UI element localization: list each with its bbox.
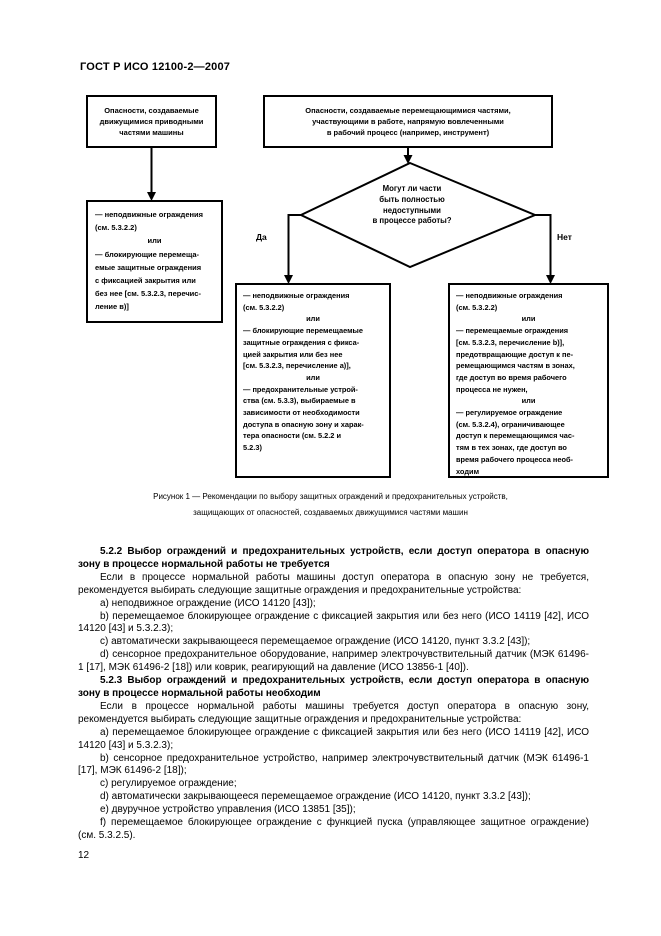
text-line: где доступ во время рабочего: [456, 372, 567, 382]
text-line: с фиксацией закрытия или: [95, 276, 196, 286]
list-item: f) перемещаемое блокирующее ограждение с…: [78, 817, 589, 841]
text-line: [см. 5.3.2.3, перечисление b)],: [456, 337, 565, 347]
section-5-2-3-heading: 5.2.3 Выбор ограждений и предохранительн…: [78, 675, 589, 699]
text-line: [см. 5.3.2.3, перечисление а)],: [243, 361, 351, 371]
text-line: — регулируемое ограждение: [456, 408, 563, 418]
text-line: или: [306, 372, 320, 382]
text-line: — блокирующие перемеща-: [95, 249, 200, 259]
section-5-2-2-intro: Если в процессе нормальной работы машины…: [78, 571, 589, 596]
decision-diamond: [298, 161, 538, 269]
text-line: или: [521, 314, 536, 324]
figure-caption-line2: защищающих от опасностей, создаваемых дв…: [193, 508, 468, 517]
arrowhead-icon: [546, 275, 555, 284]
section-5-2-3-intro: Если в процессе нормальной работы машины…: [78, 700, 589, 725]
arrowhead-icon: [403, 155, 413, 164]
text-line: — предохранительные устрой-: [243, 384, 358, 394]
text-line: 5.2.3): [243, 443, 262, 453]
figure-caption-line1: Рисунок 1 — Рекомендации по выбору защит…: [153, 492, 508, 501]
text-line: тера опасности (см. 5.2.2 и: [243, 431, 341, 441]
text-line: ремещающимся частям в зонах,: [456, 361, 575, 371]
text-line: цией закрытия или без нее: [243, 349, 343, 359]
text-line: защитные ограждения с фикса-: [243, 337, 360, 347]
list-item: e) двуручное устройство управления (ИСО …: [100, 804, 356, 816]
page-number: 12: [78, 850, 90, 861]
text-line: или: [306, 314, 320, 324]
text-line: время рабочего процесса необ-: [456, 454, 574, 464]
branch-label-no: Нет: [557, 232, 572, 242]
branch-label-yes: Да: [256, 232, 267, 242]
flowchart-box-no-result: — неподвижные ограждения (см. 5.3.2.2) или…: [448, 283, 609, 478]
list-item: a) неподвижное ограждение (ИСО 14120 [43…: [100, 597, 316, 609]
arrow-line-no-branch: [533, 214, 552, 277]
text-line: (см. 5.3.2.4), ограничивающее: [456, 419, 565, 429]
section-5-2-2-heading: 5.2.2 Выбор ограждений и предохранительн…: [78, 546, 589, 570]
text-line: зависимости от необходимости: [243, 408, 360, 418]
text-line: — блокирующие перемещаемые: [243, 326, 363, 336]
text-line: (см. 5.3.2.2): [95, 223, 137, 233]
flowchart-box-drive-parts-hazards: Опасности, создаваемые движущимися привод…: [86, 95, 217, 148]
text-line: процесса не нужен,: [456, 384, 528, 394]
text-line: недоступными: [383, 205, 441, 215]
figure-caption: Рисунок 1 — Рекомендации по выбору защит…: [70, 489, 591, 521]
arrowhead-icon: [147, 192, 156, 201]
text-line: Могут ли части: [382, 184, 442, 193]
text-line: без нее [см. 5.3.2.3, перечис-: [95, 289, 201, 299]
flowchart-box-yes-result: — неподвижные ограждения (см. 5.3.2.2) или…: [235, 283, 391, 478]
text-line: частями машины: [119, 128, 184, 137]
text-line: в рабочий процесс (например, инструмент): [326, 128, 490, 137]
list-item: b) сенсорное предохранительное устройств…: [78, 752, 589, 777]
text-line: тям в тех зонах, где доступ во: [456, 443, 567, 453]
arrow-line-yes-branch: [287, 214, 302, 277]
arrowhead-icon: [284, 275, 293, 284]
text-line: емые защитные ограждения: [95, 262, 202, 272]
text-line: ходим: [456, 466, 480, 476]
text-line: или: [521, 396, 536, 406]
text-line: (см. 5.3.2.2): [456, 302, 498, 312]
text-line: в процессе работы?: [372, 216, 452, 226]
text-line: — неподвижные ограждения: [95, 210, 204, 219]
list-item: d) сенсорное предохранительное оборудова…: [78, 649, 589, 674]
text-line: ление в)]: [95, 302, 129, 312]
text-line: участвующими в работе, напрямую вовлечен…: [312, 117, 504, 126]
text-line: доступа в опасную зону и харак-: [243, 419, 364, 429]
document-header: ГОСТ Р ИСО 12100-2—2007: [80, 61, 231, 73]
text-line: предотвращающие доступ к пе-: [456, 349, 574, 359]
text-line: — неподвижные ограждения: [243, 291, 350, 300]
body-text: 5.2.2 Выбор ограждений и предохранительн…: [78, 546, 589, 843]
list-item: a) перемещаемое блокирующее ограждение с…: [78, 726, 589, 751]
text-line: Опасности, создаваемые перемещающимися ч…: [305, 106, 511, 115]
list-item: b) перемещаемое блокирующее ограждение с…: [78, 610, 589, 635]
list-item: d) автоматически закрывающееся перемещае…: [100, 791, 531, 803]
text-line: ства (см. 5.3.3), выбираемые в: [243, 396, 356, 406]
text-line: — перемещаемые ограждения: [456, 326, 569, 336]
list-item: c) регулируемое ограждение;: [100, 778, 237, 790]
flowchart-box-left-result: — неподвижные ограждения (см. 5.3.2.2) или…: [86, 200, 223, 323]
text-line: — неподвижные ограждения: [456, 291, 563, 300]
text-line: движущимися приводными: [99, 117, 204, 126]
text-line: быть полностью: [379, 194, 445, 204]
list-item: c) автоматически закрывающееся перемещае…: [100, 636, 531, 648]
text-line: или: [147, 236, 162, 246]
text-line: Опасности, создаваемые: [104, 106, 199, 115]
flowchart-box-working-parts-hazards: Опасности, создаваемые перемещающимися ч…: [263, 95, 553, 148]
text-line: доступ к перемещающимся час-: [456, 431, 575, 441]
text-line: (см. 5.3.2.2): [243, 302, 285, 312]
